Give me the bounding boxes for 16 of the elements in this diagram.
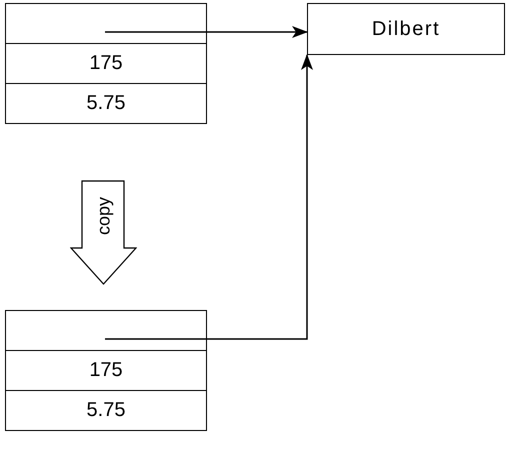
pointer-arrow <box>105 54 313 340</box>
empty-cell <box>5 3 207 44</box>
arrow-label: copy <box>93 196 114 236</box>
cell-text: 175 <box>89 359 123 382</box>
value-cell <box>307 3 505 55</box>
cell-text: 5.75 <box>86 399 126 422</box>
value-cell <box>5 350 207 391</box>
cell-text: 175 <box>89 52 123 75</box>
pointer-arrow <box>105 26 308 38</box>
value-cell <box>5 43 207 84</box>
cell-text: 5.75 <box>86 92 126 115</box>
cell-text: Dilbert <box>372 18 440 40</box>
value-cell <box>5 390 207 431</box>
empty-cell <box>5 310 207 351</box>
value-cell <box>5 83 207 124</box>
block-arrow <box>70 180 137 285</box>
